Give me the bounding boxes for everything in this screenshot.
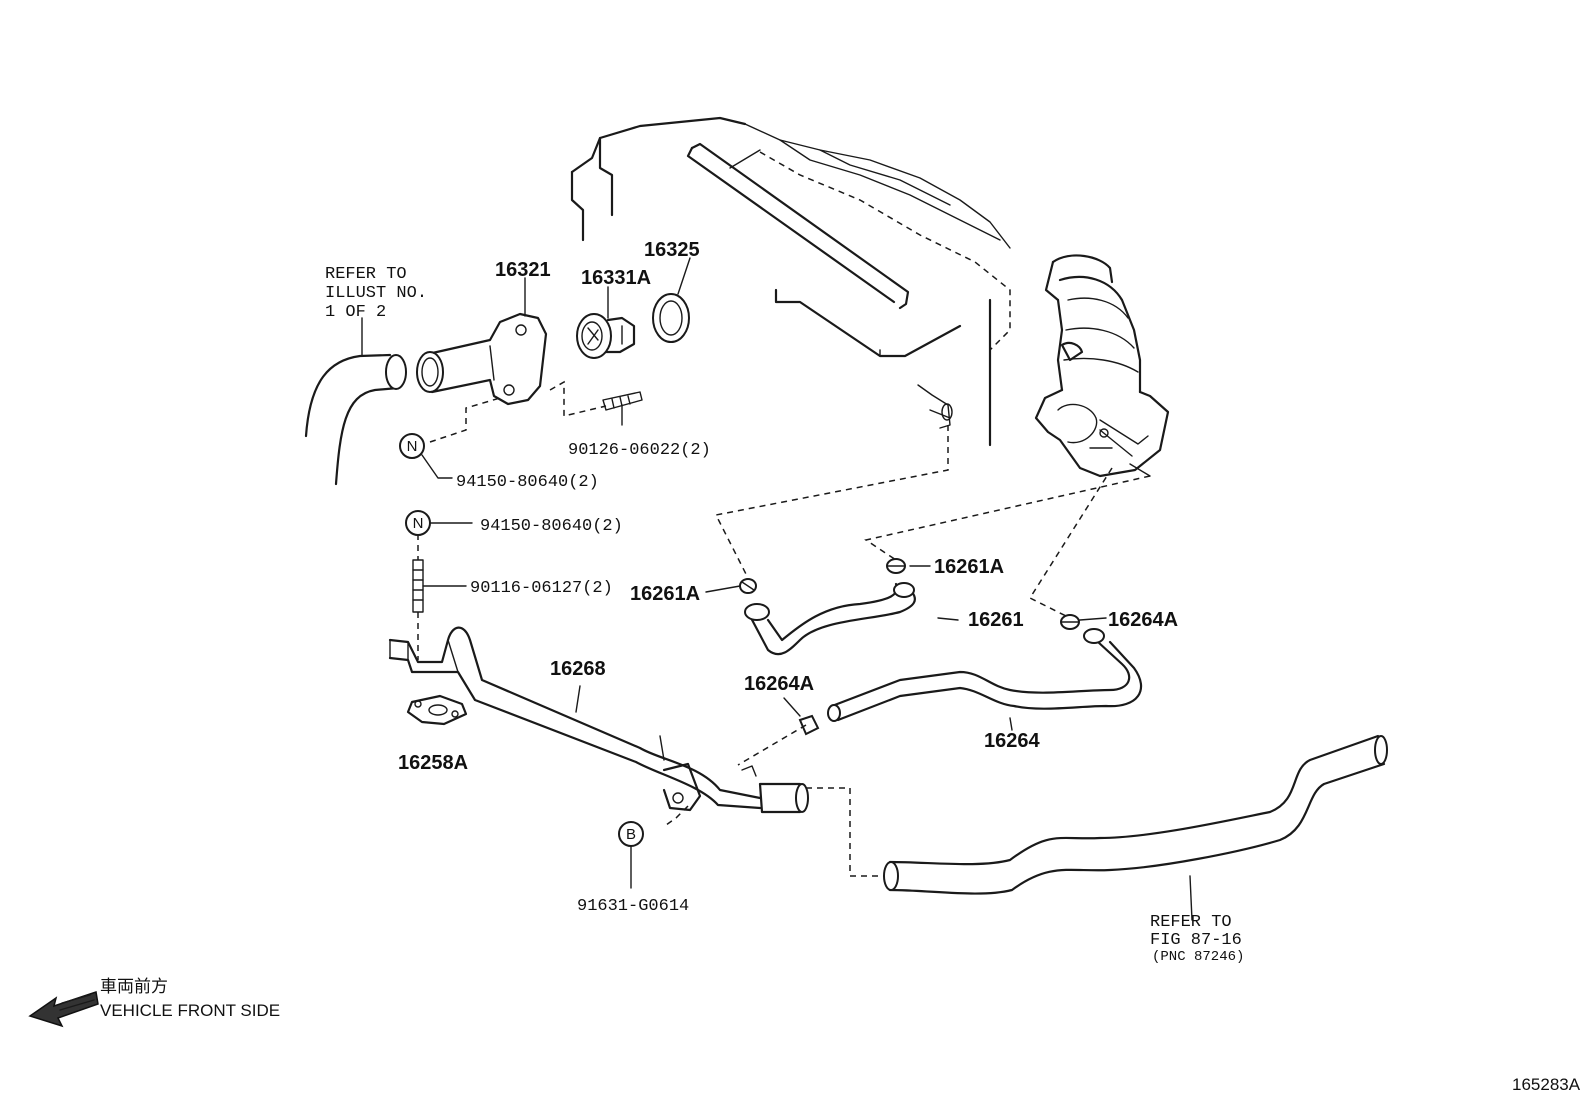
note-refer-illust-line2: ILLUST NO. <box>325 284 427 303</box>
thermostat-16331a <box>576 313 636 359</box>
label-91631-g0614[interactable]: 91631-G0614 <box>577 897 689 916</box>
stud-90116 <box>412 559 467 613</box>
gasket-16258a <box>406 694 468 726</box>
note-refer-illust-line3: 1 OF 2 <box>325 303 386 322</box>
clamp-16261a-right <box>886 558 906 574</box>
label-16264a-lower[interactable]: 16264A <box>744 673 814 695</box>
water-pipe-16268 <box>388 626 809 814</box>
nut-n-top <box>399 433 425 459</box>
symbol-n-top: N <box>407 438 418 455</box>
symbol-letters: N N B <box>407 438 636 843</box>
gasket-16325 <box>652 293 690 343</box>
label-16325[interactable]: 16325 <box>644 239 700 261</box>
label-16331a[interactable]: 16331A <box>581 267 651 289</box>
leader-lines <box>361 257 1193 921</box>
assembly-lines <box>417 380 1151 877</box>
figure-id: 165283A <box>1512 1075 1581 1094</box>
engine-block <box>570 116 1011 447</box>
left-radiator-hose <box>304 353 407 486</box>
vehicle-front-legend: 車両前方 VEHICLE FRONT SIDE <box>28 977 280 1028</box>
hose-16264 <box>827 628 1143 722</box>
hose-16261 <box>744 582 916 656</box>
note-refer-fig-line2: FIG 87-16 <box>1150 931 1242 950</box>
water-inlet-16321 <box>416 312 548 406</box>
label-90126-06022[interactable]: 90126-06022(2) <box>568 441 711 460</box>
note-refer-fig: REFER TO FIG 87-16 (PNC 87246) <box>1150 913 1244 965</box>
lower-heater-hose <box>883 734 1388 895</box>
clamp-16264a-upper <box>1060 614 1080 630</box>
label-16261a-right[interactable]: 16261A <box>934 556 1004 578</box>
label-94150-80640-mid[interactable]: 94150-80640(2) <box>480 517 623 536</box>
stud-90126 <box>602 391 643 426</box>
bolt-b-symbol <box>618 821 644 889</box>
throttle-body <box>1034 254 1170 478</box>
label-16268[interactable]: 16268 <box>550 658 606 680</box>
label-16258a[interactable]: 16258A <box>398 752 468 774</box>
symbol-n-mid: N <box>413 515 424 532</box>
clamp-16261a-left <box>739 578 757 594</box>
label-16321[interactable]: 16321 <box>495 259 551 281</box>
label-94150-80640-top[interactable]: 94150-80640(2) <box>456 473 599 492</box>
label-16264a-upper[interactable]: 16264A <box>1108 609 1178 631</box>
clamp-16264a-lower <box>798 714 820 736</box>
note-refer-illust-line1: REFER TO <box>325 265 407 284</box>
label-16261[interactable]: 16261 <box>968 609 1024 631</box>
label-90116-06127[interactable]: 90116-06127(2) <box>470 579 613 598</box>
label-16261a-left[interactable]: 16261A <box>630 583 700 605</box>
symbol-b: B <box>626 826 636 843</box>
legend-english: VEHICLE FRONT SIDE <box>100 1001 280 1020</box>
note-refer-fig-line3: (PNC 87246) <box>1152 949 1244 965</box>
note-refer-illust: REFER TO ILLUST NO. 1 OF 2 <box>325 265 427 322</box>
label-16264[interactable]: 16264 <box>984 730 1040 752</box>
note-refer-fig-line1: REFER TO <box>1150 913 1232 932</box>
callout-labels: 16321 16325 16331A 90126-06022(2) 94150-… <box>398 239 1178 916</box>
legend-japanese: 車両前方 <box>100 977 168 996</box>
